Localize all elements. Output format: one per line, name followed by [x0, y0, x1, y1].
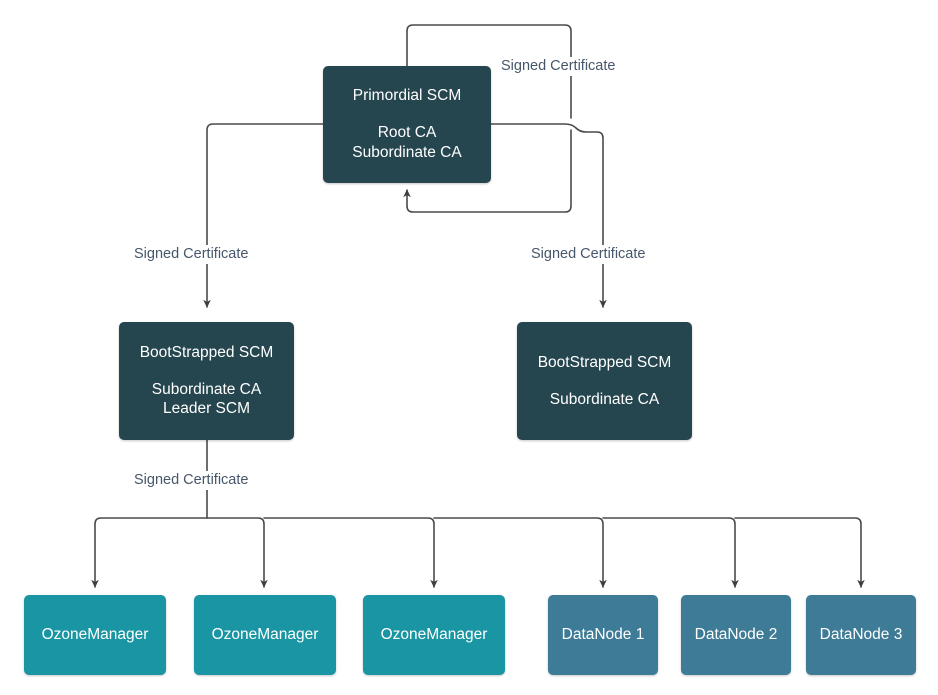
edge-label-to-clients: Signed Certificate [130, 471, 253, 491]
node-datanode-3[interactable]: DataNode 3 [806, 595, 916, 675]
node-bootstrapped-scm-leader-role-1: Subordinate CA [151, 380, 262, 398]
node-primordial-scm-title: Primordial SCM [352, 87, 462, 105]
node-datanode-2[interactable]: DataNode 2 [681, 595, 791, 675]
node-ozonemanager-1[interactable]: OzoneManager [24, 595, 166, 675]
node-ozonemanager-2-label: OzoneManager [211, 626, 319, 644]
node-bootstrapped-scm-follower[interactable]: BootStrapped SCM Subordinate CA [517, 322, 692, 440]
node-bootstrapped-scm-follower-role-1: Subordinate CA [549, 390, 660, 408]
node-datanode-1-label: DataNode 1 [561, 626, 645, 644]
edge-primordial-to-follower [490, 123, 607, 308]
node-primordial-scm[interactable]: Primordial SCM Root CA Subordinate CA [323, 66, 491, 183]
node-primordial-scm-role-1: Root CA [377, 124, 437, 142]
node-bootstrapped-scm-follower-title: BootStrapped SCM [537, 353, 672, 371]
node-ozonemanager-2[interactable]: OzoneManager [194, 595, 336, 675]
edge-bus-branch-5 [602, 517, 739, 588]
edge-label-to-leader-scm: Signed Certificate [130, 245, 253, 265]
edge-primordial-to-leader [203, 123, 324, 308]
edge-label-to-follower-scm: Signed Certificate [527, 245, 650, 265]
edge-bus-branch-6 [734, 517, 865, 588]
node-bootstrapped-scm-leader-title: BootStrapped SCM [139, 343, 274, 361]
edge-bus-left [91, 517, 208, 588]
edge-self-loop-hop [403, 129, 572, 213]
node-bootstrapped-scm-leader[interactable]: BootStrapped SCM Subordinate CA Leader S… [119, 322, 294, 440]
node-datanode-3-label: DataNode 3 [819, 626, 903, 644]
edge-self-loop-path [406, 24, 572, 119]
node-ozonemanager-1-label: OzoneManager [41, 626, 149, 644]
edge-bus-branch-2 [206, 517, 268, 588]
node-ozonemanager-3[interactable]: OzoneManager [363, 595, 505, 675]
node-datanode-1[interactable]: DataNode 1 [548, 595, 658, 675]
edge-bus-branch-3 [263, 517, 438, 588]
edge-bus-branch-4 [433, 517, 607, 588]
node-datanode-2-label: DataNode 2 [694, 626, 778, 644]
edge-label-self-loop: Signed Certificate [497, 57, 620, 77]
node-ozonemanager-3-label: OzoneManager [380, 626, 488, 644]
node-primordial-scm-role-2: Subordinate CA [352, 143, 462, 161]
node-bootstrapped-scm-leader-role-2: Leader SCM [162, 400, 250, 418]
